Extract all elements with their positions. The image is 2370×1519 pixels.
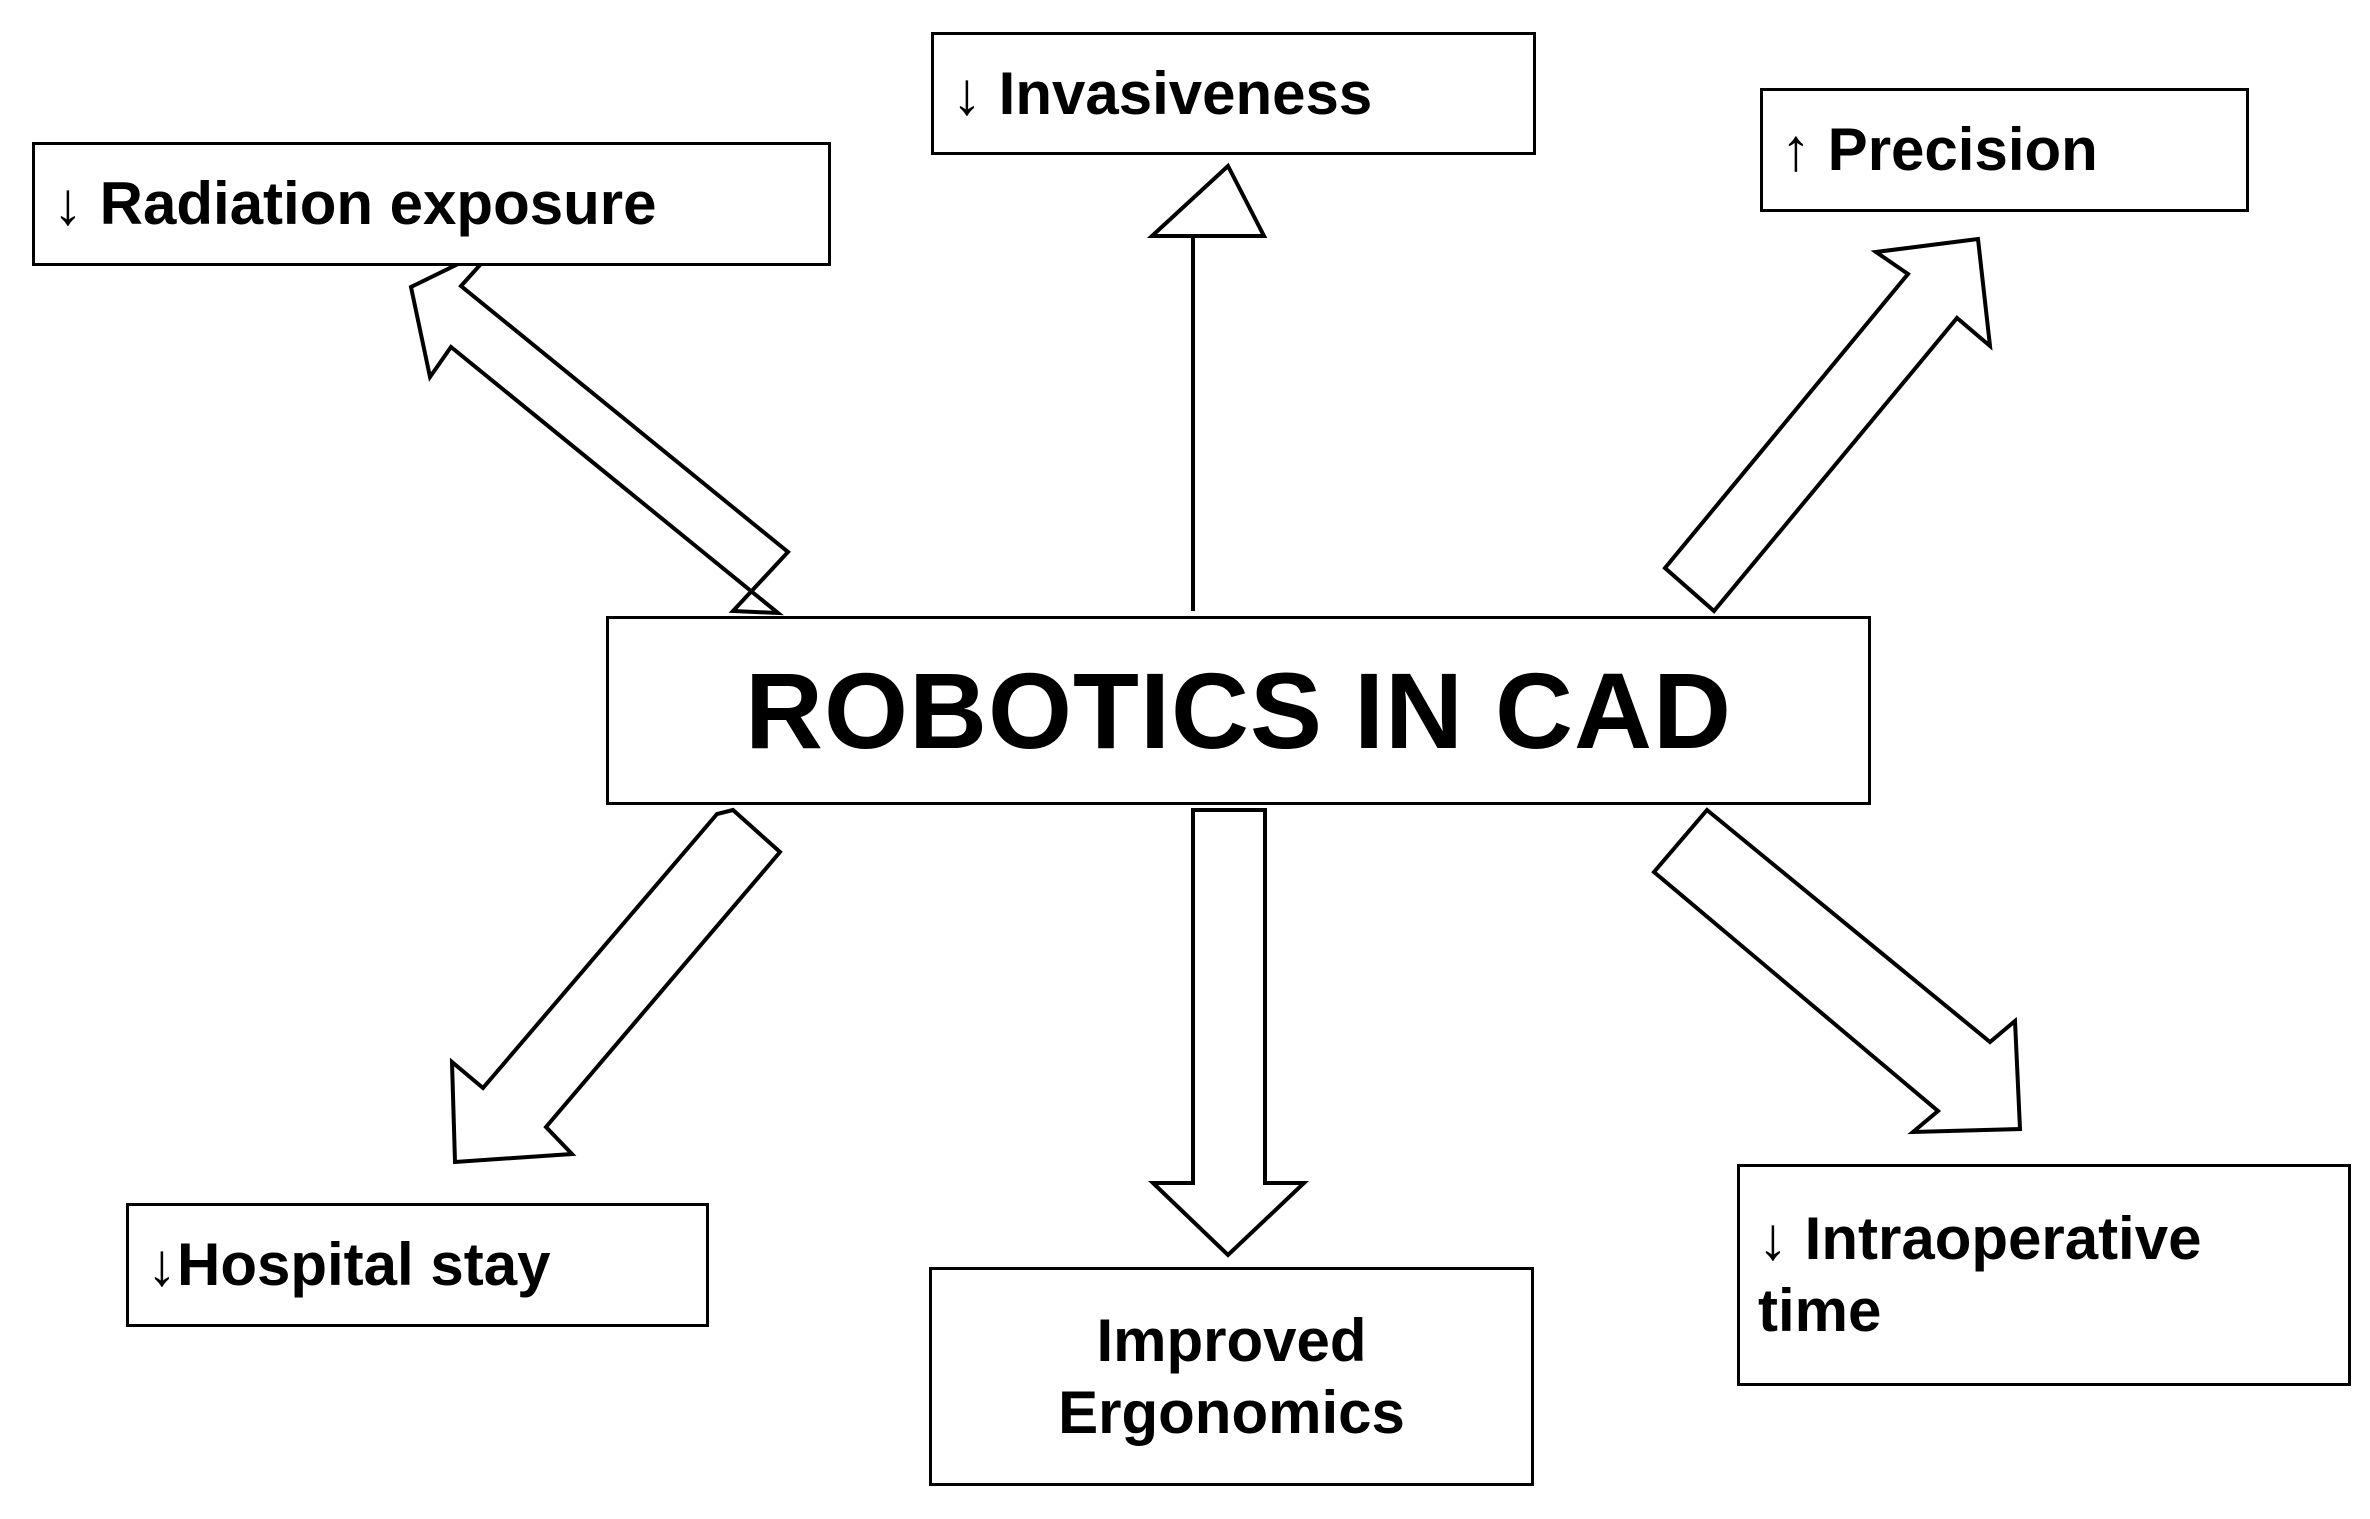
improved-ergonomics-line1: Improved (1096, 1306, 1367, 1374)
center-concept-label: ROBOTICS IN CAD (745, 649, 1732, 771)
hospital-stay-box: ↓Hospital stay (126, 1203, 709, 1327)
arrow-to-radiation-exposure (408, 242, 791, 616)
precision-label: ↑ Precision (1781, 116, 2098, 183)
improved-ergonomics-line2: Ergonomics (1058, 1378, 1405, 1446)
arrow-to-invasiveness (1146, 162, 1268, 611)
radiation-exposure-label: ↓ Radiation exposure (53, 170, 657, 237)
intraoperative-time-box: ↓ Intraoperative time (1737, 1164, 2351, 1386)
center-concept-box: ROBOTICS IN CAD (606, 616, 1871, 805)
arrow-to-hospital-stay (449, 807, 783, 1165)
precision-box: ↑ Precision (1760, 88, 2249, 212)
radiation-exposure-box: ↓ Radiation exposure (32, 142, 831, 266)
invasiveness-label: ↓ Invasiveness (952, 59, 1373, 127)
intraoperative-time-line2: time (1758, 1277, 1882, 1344)
arrow-to-precision (1662, 236, 1993, 614)
hospital-stay-label: ↓Hospital stay (147, 1231, 551, 1298)
arrow-to-intraoperative-time (1651, 807, 2023, 1135)
intraoperative-time-line1: ↓ Intraoperative (1758, 1205, 2202, 1272)
improved-ergonomics-box: Improved Ergonomics (929, 1267, 1534, 1486)
arrow-to-improved-ergonomics (1148, 808, 1310, 1258)
invasiveness-box: ↓ Invasiveness (931, 32, 1536, 155)
